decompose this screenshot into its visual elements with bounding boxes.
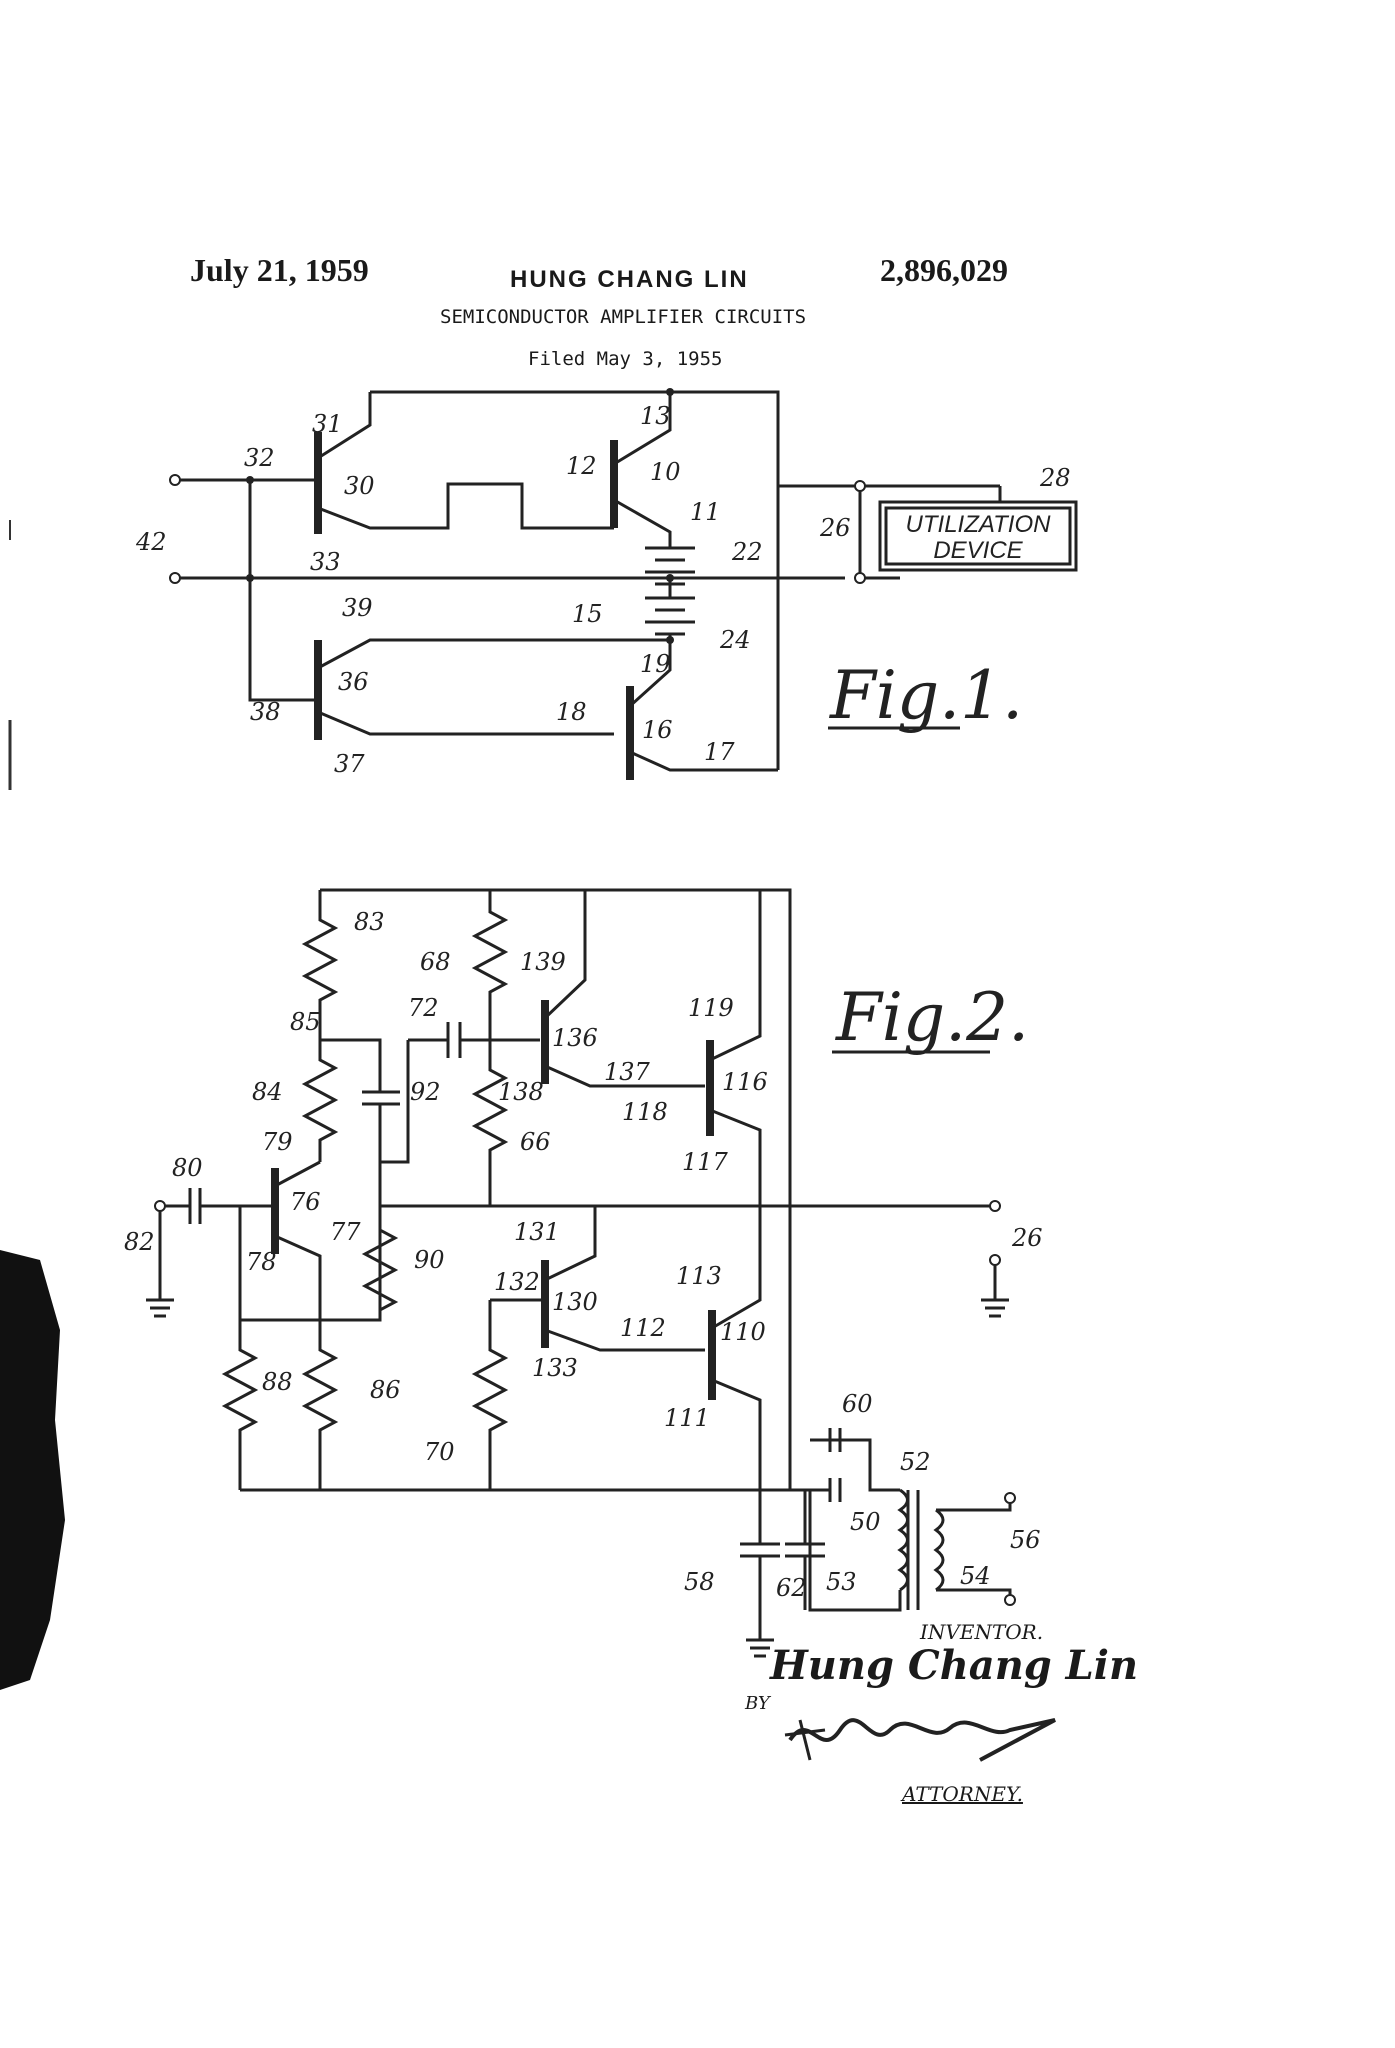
label-116: 116 xyxy=(722,1068,768,1096)
label-113: 113 xyxy=(676,1262,722,1290)
label-78: 78 xyxy=(246,1248,277,1276)
label-112: 112 xyxy=(620,1314,666,1342)
label-38: 38 xyxy=(250,698,281,726)
utilization-device-line1: UTILIZATION xyxy=(906,511,1052,538)
label-76: 76 xyxy=(290,1188,321,1216)
label-118: 118 xyxy=(622,1098,668,1126)
label-119: 119 xyxy=(688,994,734,1022)
label-52: 52 xyxy=(900,1448,931,1476)
label-53: 53 xyxy=(826,1568,857,1596)
label-11: 11 xyxy=(690,498,721,526)
label-90: 90 xyxy=(414,1246,445,1274)
patent-number: 2,896,029 xyxy=(880,252,1008,288)
scan-edge-shadow xyxy=(0,1250,65,1690)
label-26b: 26 xyxy=(1011,1224,1043,1252)
label-86: 86 xyxy=(370,1376,401,1404)
label-137: 137 xyxy=(604,1058,651,1086)
label-110: 110 xyxy=(720,1318,766,1346)
label-79: 79 xyxy=(262,1128,293,1156)
fig1-labels: 31 32 30 33 42 13 12 10 11 22 26 28 39 1… xyxy=(135,402,1071,778)
attorney-signature-image xyxy=(784,1718,1056,1762)
label-138: 138 xyxy=(498,1078,544,1106)
label-37: 37 xyxy=(334,750,365,778)
label-31: 31 xyxy=(312,410,343,438)
label-72: 72 xyxy=(408,994,439,1022)
label-130: 130 xyxy=(552,1288,598,1316)
label-77: 77 xyxy=(330,1218,361,1246)
filed-date: Filed May 3, 1955 xyxy=(528,348,723,370)
label-133: 133 xyxy=(532,1354,578,1382)
label-83: 83 xyxy=(354,908,385,936)
label-92: 92 xyxy=(410,1078,441,1106)
label-70: 70 xyxy=(424,1438,455,1466)
label-36: 36 xyxy=(338,668,369,696)
label-17: 17 xyxy=(704,738,735,766)
label-132: 132 xyxy=(494,1268,540,1296)
label-111: 111 xyxy=(664,1404,710,1432)
label-22: 22 xyxy=(731,538,763,566)
label-50: 50 xyxy=(850,1508,881,1536)
label-16: 16 xyxy=(642,716,673,744)
label-54: 54 xyxy=(960,1562,991,1590)
label-33: 33 xyxy=(310,548,341,576)
label-24: 24 xyxy=(719,626,751,654)
label-13: 13 xyxy=(640,402,671,430)
fig1-caption: Fig.1. xyxy=(829,657,1023,734)
label-84: 84 xyxy=(252,1078,283,1106)
patent-title: SEMICONDUCTOR AMPLIFIER CIRCUITS xyxy=(440,306,807,328)
label-32: 32 xyxy=(244,444,275,472)
label-68: 68 xyxy=(420,948,451,976)
fig2-circuit xyxy=(146,888,1016,1658)
label-12: 12 xyxy=(566,452,597,480)
label-19: 19 xyxy=(640,650,671,678)
fig2-labels: 83 68 139 72 85 136 119 137 116 84 92 13… xyxy=(124,908,1043,1602)
label-10: 10 xyxy=(650,458,681,486)
inventor-header: HUNG CHANG LIN xyxy=(510,266,749,293)
utilization-device-line2: DEVICE xyxy=(933,537,1023,564)
label-88: 88 xyxy=(262,1368,293,1396)
fig2-caption: Fig.2. xyxy=(835,979,1029,1056)
label-80: 80 xyxy=(172,1154,203,1182)
label-30: 30 xyxy=(344,472,375,500)
label-18: 18 xyxy=(556,698,587,726)
label-56: 56 xyxy=(1010,1526,1041,1554)
inventor-name: Hung Chang Lin xyxy=(770,1642,1139,1689)
label-82: 82 xyxy=(124,1228,155,1256)
label-131: 131 xyxy=(514,1218,560,1246)
fig1-circuit xyxy=(169,388,1078,780)
label-62: 62 xyxy=(776,1574,807,1602)
inventor-label: INVENTOR. xyxy=(920,1620,1044,1644)
label-136: 136 xyxy=(552,1024,598,1052)
label-66: 66 xyxy=(520,1128,551,1156)
label-117: 117 xyxy=(682,1148,729,1176)
label-15: 15 xyxy=(572,600,603,628)
label-28: 28 xyxy=(1039,464,1071,492)
patent-date: July 21, 1959 xyxy=(190,252,369,288)
label-58: 58 xyxy=(684,1568,715,1596)
by-label: BY xyxy=(745,1693,770,1714)
label-85: 85 xyxy=(290,1008,321,1036)
label-42: 42 xyxy=(135,528,167,556)
label-139: 139 xyxy=(520,948,566,976)
label-60: 60 xyxy=(842,1390,873,1418)
attorney-label: ATTORNEY. xyxy=(902,1782,1023,1806)
label-39: 39 xyxy=(342,594,373,622)
label-26: 26 xyxy=(819,514,851,542)
